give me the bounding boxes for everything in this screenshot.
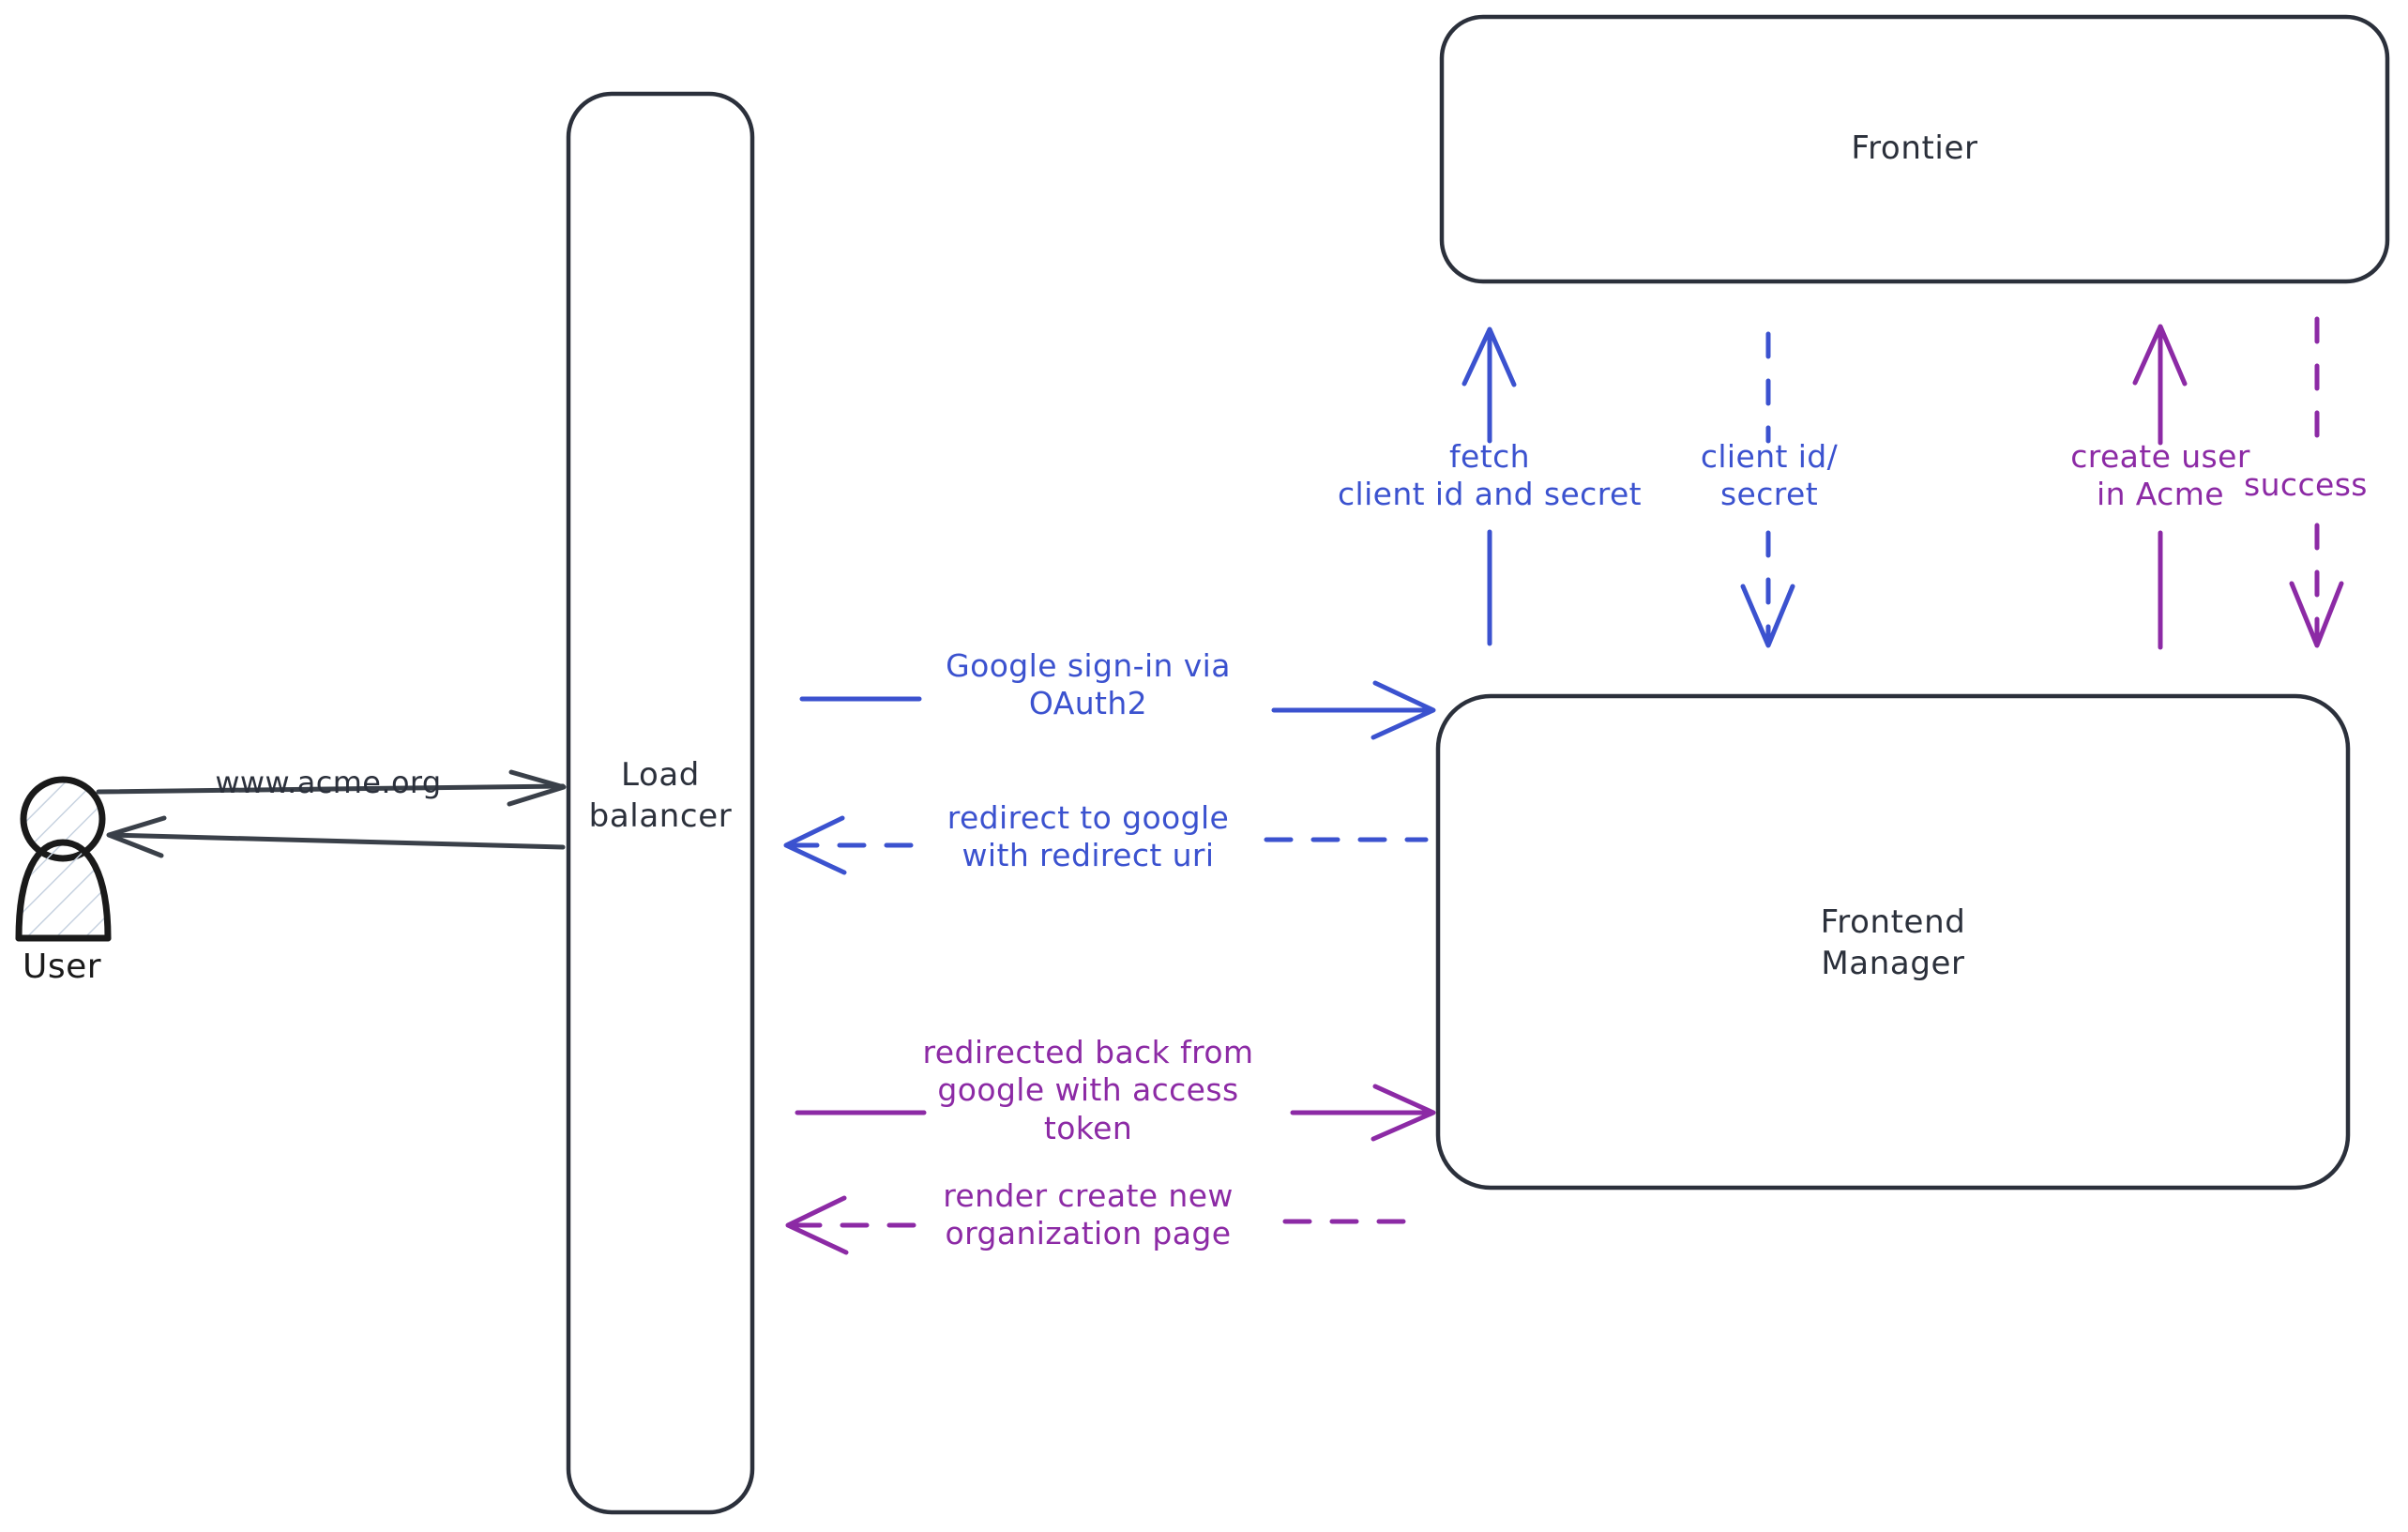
- load-balancer-node[interactable]: [566, 91, 755, 1515]
- edge-success: [2289, 316, 2344, 648]
- load-balancer-label: Load balancer: [588, 756, 733, 835]
- edge-user-to-load-balancer: [96, 769, 567, 807]
- frontier-node[interactable]: [1439, 14, 2390, 284]
- user-actor-label: User: [23, 948, 102, 986]
- edge-label-www-acme-org: www.acme.org: [215, 765, 442, 800]
- edge-create-user-in-acme: [2132, 324, 2188, 650]
- user-actor: [15, 776, 112, 942]
- edge-fetch-client-id-and-secret: [1461, 326, 1517, 646]
- edge-label-client-id-secret: client id/ secret: [1700, 438, 1839, 513]
- frontier-label: Frontier: [1851, 129, 1978, 167]
- edge-render-create-new-organization-page: [785, 1195, 1429, 1255]
- edge-label-render-create-new-organization-page: render create new organization page: [943, 1177, 1234, 1252]
- edge-label-success: success: [2244, 466, 2368, 503]
- edge-redirect-to-google: [783, 815, 1429, 875]
- frontend-manager-node[interactable]: [1435, 693, 2351, 1191]
- edge-redirected-back-with-access-token: [795, 1084, 1436, 1142]
- edge-label-create-user-in-acme: create user in Acme: [2070, 438, 2250, 513]
- edge-google-signin-via-oauth2: [799, 680, 1436, 740]
- edge-label-redirected-back-with-access-token: redirected back from google with access …: [922, 1034, 1254, 1146]
- edge-label-google-signin-via-oauth2: Google sign-in via OAuth2: [946, 647, 1231, 722]
- frontend-manager-label: Frontend Manager: [1820, 903, 1966, 982]
- edge-label-fetch-client-id-and-secret: fetch client id and secret: [1337, 438, 1643, 513]
- edge-client-id-secret: [1740, 331, 1795, 648]
- edge-label-redirect-to-google: redirect to google with redirect uri: [947, 799, 1230, 874]
- edge-load-balancer-to-user: [106, 815, 566, 858]
